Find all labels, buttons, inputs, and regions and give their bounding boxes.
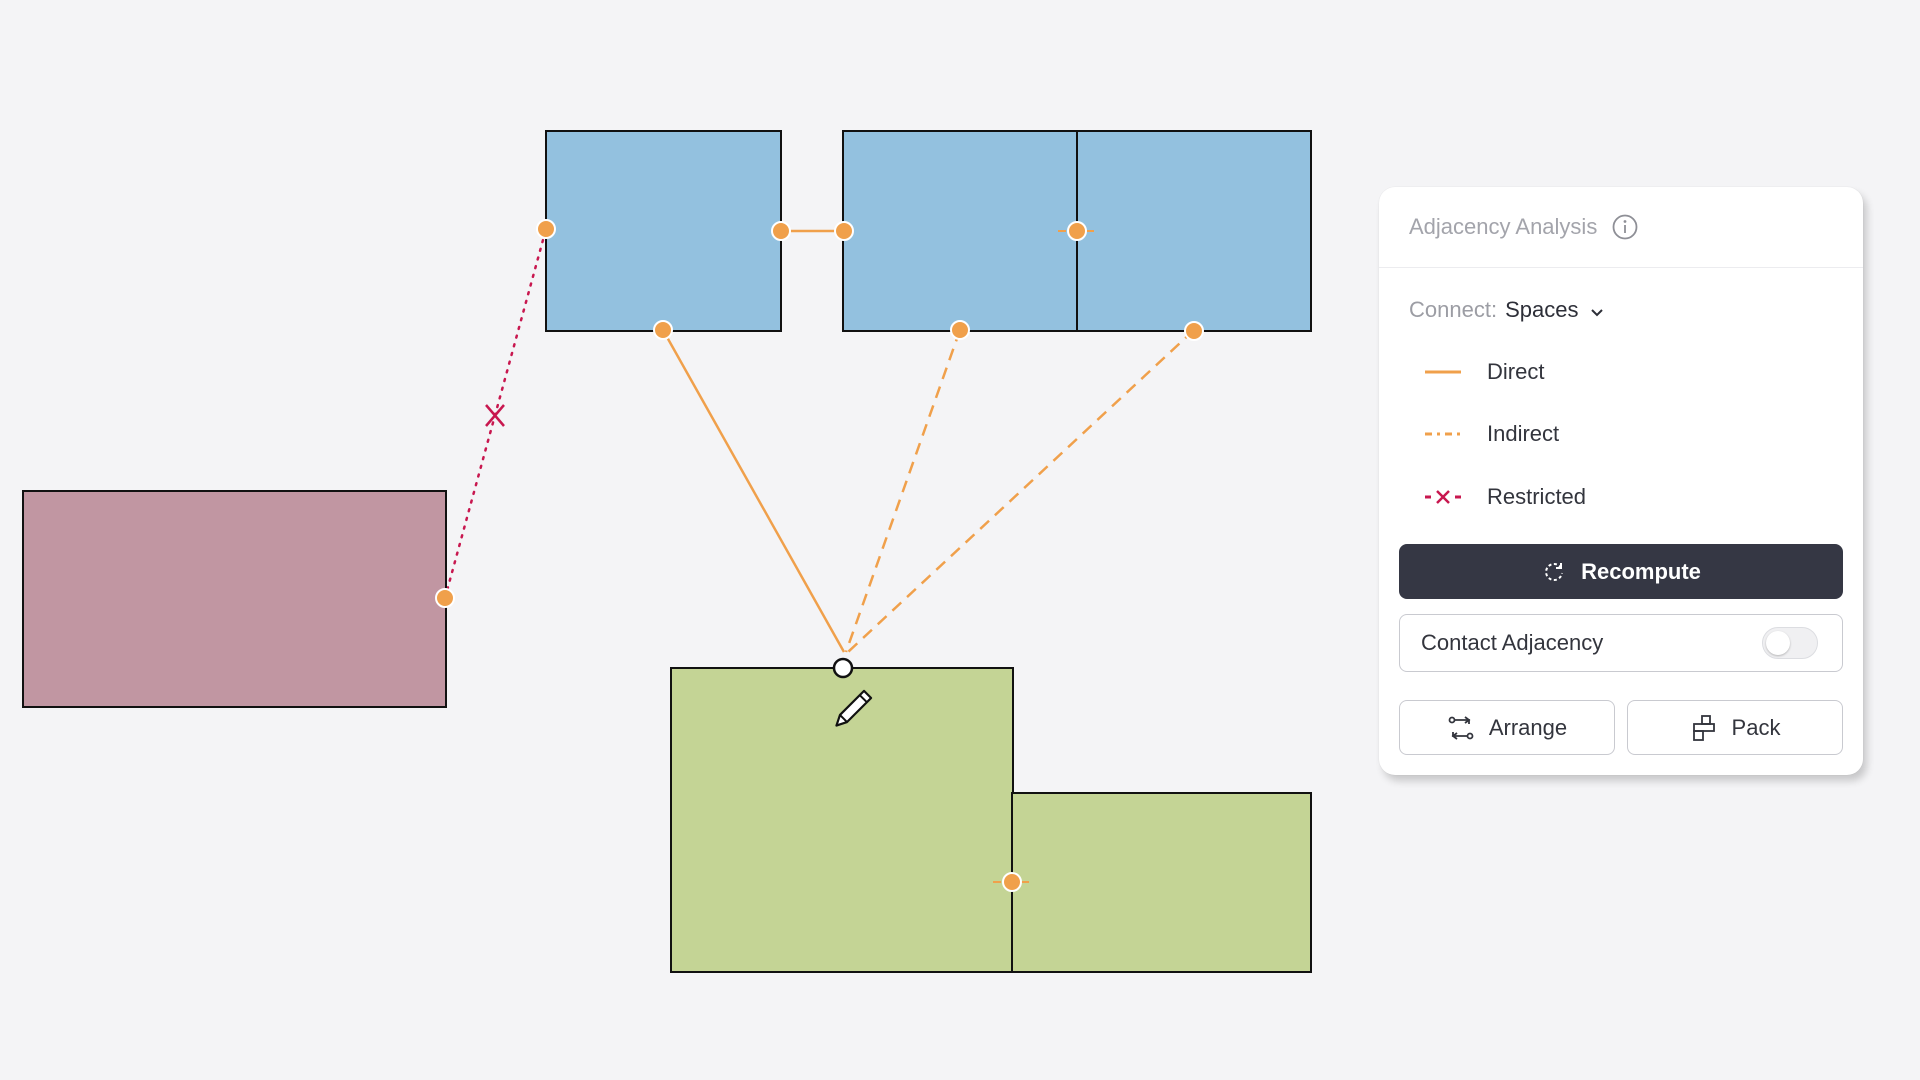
direct-line-icon [1423,357,1463,387]
space-blue-a[interactable] [545,130,782,332]
connection-indirect-blue-c-green-a[interactable] [847,329,1195,653]
refresh-icon [1541,559,1567,585]
connection-indirect-blue-b-green-a[interactable] [844,329,962,653]
pencil-cursor-icon [835,689,873,727]
arrange-icon [1447,714,1475,742]
spaces [22,130,1312,973]
handle-blue-bc-shared[interactable] [1067,221,1087,241]
recompute-label: Recompute [1581,558,1701,584]
panel-title: Adjacency Analysis [1409,214,1598,239]
arrange-label: Arrange [1488,714,1568,740]
connection-handles [435,219,1204,892]
handle-blue-c-bottom[interactable] [1184,321,1204,341]
legend-direct-label: Direct [1487,359,1545,384]
pack-icon [1690,714,1718,742]
space-blue-c[interactable] [1076,130,1312,332]
space-green-b[interactable] [1011,792,1312,973]
contact-adjacency-toggle[interactable] [1762,627,1818,659]
handle-blue-a-right[interactable] [771,221,791,241]
connect-label: Connect: [1409,297,1498,322]
recompute-button[interactable]: Recompute [1399,544,1843,599]
chevron-down-icon [1588,301,1606,319]
connect-value: Spaces [1505,297,1579,322]
handle-mauve-a-right[interactable] [435,588,455,608]
connect-dropdown[interactable]: Connect: Spaces [1409,295,1606,325]
restricted-cross-icon [485,404,505,427]
pack-button[interactable]: Pack [1627,700,1843,755]
legend-indirect: Indirect [1423,419,1559,449]
panel-header: Adjacency Analysis [1379,187,1863,268]
handle-blue-a-left[interactable] [536,219,556,239]
adjacency-analysis-panel: Adjacency Analysis Connect: Spaces Direc… [1379,187,1863,775]
info-icon[interactable] [1611,213,1639,241]
handle-blue-b-bottom[interactable] [950,320,970,340]
handle-green-ab-shared[interactable] [1002,872,1022,892]
legend-restricted: Restricted [1423,482,1586,512]
pack-label: Pack [1731,714,1781,740]
legend-indirect-label: Indirect [1487,421,1560,446]
space-mauve-a[interactable] [22,490,447,708]
legend-direct: Direct [1423,357,1544,387]
indirect-line-icon [1423,419,1463,449]
handle-green-a-top-active[interactable] [832,657,854,679]
handle-blue-a-bottom[interactable] [653,320,673,340]
connection-direct-blue-a-green-a[interactable] [661,329,846,653]
contact-adjacency-row: Contact Adjacency [1399,614,1843,672]
space-blue-b[interactable] [842,130,1078,332]
legend-restricted-label: Restricted [1487,484,1587,509]
connections [443,227,1195,653]
handle-blue-b-left[interactable] [834,221,854,241]
restricted-line-icon [1423,482,1463,512]
toggle-knob [1766,631,1790,655]
contact-adjacency-label: Contact Adjacency [1421,630,1604,655]
arrange-button[interactable]: Arrange [1399,700,1615,755]
